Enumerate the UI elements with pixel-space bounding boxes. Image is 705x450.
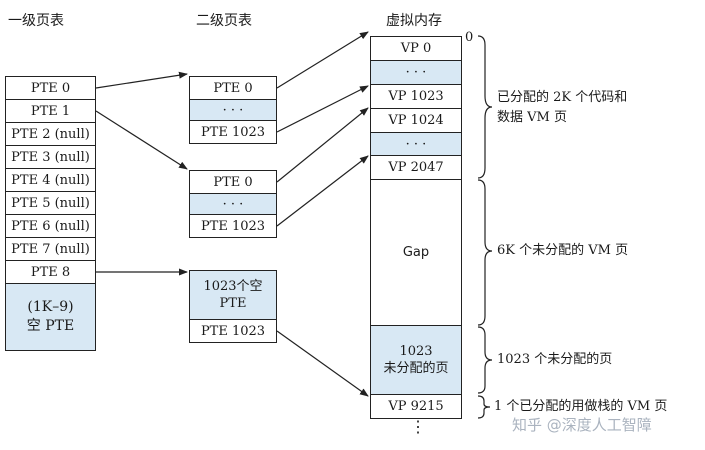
vm-start-address: 0 [465, 30, 474, 45]
l2b-pte-1023: PTE 1023 [189, 214, 277, 238]
l1-pte-0: PTE 0 [5, 76, 96, 100]
vm-vp-9215: VP 9215 [370, 394, 462, 419]
l2a-pte-0: PTE 0 [189, 76, 277, 100]
arrow-l2a-pte1023-to-vp1023 [276, 85, 369, 133]
vm-vp-0: VP 0 [370, 36, 462, 61]
brace-unallocated [477, 326, 493, 394]
level1-table-header: 一级页表 [8, 13, 64, 29]
l1-pte-7: PTE 7 (null) [5, 237, 96, 261]
l1-pte-4: PTE 4 (null) [5, 168, 96, 192]
virtual-memory-header: 虚拟内存 [386, 13, 442, 29]
arrow-l2b-pte0-to-vp1024 [276, 107, 369, 183]
l1-empty-ptes: (1K–9) 空 PTE [5, 283, 96, 351]
level2-table-header: 二级页表 [196, 13, 252, 29]
l1-pte-5: PTE 5 (null) [5, 191, 96, 215]
vm-continuation-dots: ⋮ [410, 417, 426, 436]
annotation-stack-page: 1 个已分配的用做栈的 VM 页 [494, 399, 668, 414]
arrow-l1pte1-to-l2b [95, 110, 188, 170]
arrow-l1pte0-to-l2a [95, 71, 188, 89]
l1-pte-8: PTE 8 [5, 260, 96, 284]
l2a-pte-1023: PTE 1023 [189, 120, 277, 144]
l1-pte-3: PTE 3 (null) [5, 145, 96, 169]
vm-unallocated-1023: 1023 未分配的页 [370, 325, 462, 395]
l2c-empty-ptes: 1023个空 PTE [189, 270, 277, 320]
arrow-l2c-pte1023-to-vp9215 [276, 330, 369, 397]
l2c-pte-1023: PTE 1023 [189, 319, 277, 343]
vm-vp-1024: VP 1024 [370, 108, 462, 133]
vm-ellipsis-2: · · · [370, 132, 462, 156]
brace-gap [477, 179, 493, 326]
vm-gap: Gap [370, 179, 462, 326]
brace-allocated [477, 35, 493, 179]
brace-stack [477, 395, 491, 419]
arrow-l2b-pte1023-to-vp2047 [276, 155, 369, 227]
l1-pte-1: PTE 1 [5, 99, 96, 123]
annotation-unallocated-1023: 1023 个未分配的页 [497, 352, 613, 367]
watermark: 知乎 @深度人工智障 [512, 416, 652, 434]
annotation-unallocated-6k: 6K 个未分配的 VM 页 [497, 243, 629, 258]
annotation-allocated-pages: 已分配的 2K 个代码和 数据 VM 页 [497, 90, 628, 125]
arrow-l2a-pte0-to-vp0 [276, 31, 369, 89]
